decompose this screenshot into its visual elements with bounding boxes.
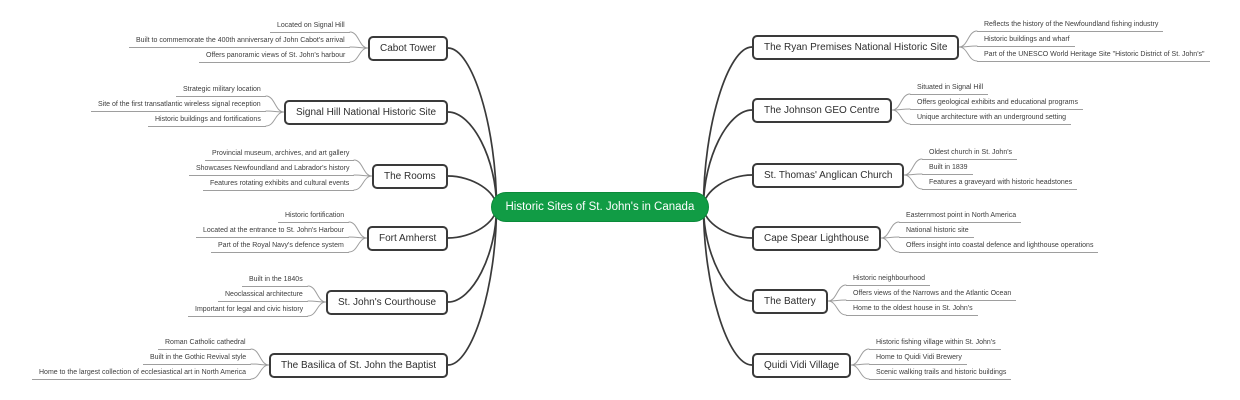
leaf-item: Easternmost point in North America bbox=[899, 211, 1022, 223]
leaf-item: Built in the Gothic Revival style bbox=[143, 353, 252, 365]
leaf-item: Features rotating exhibits and cultural … bbox=[203, 179, 355, 191]
leaf-item: Oldest church in St. John's bbox=[922, 148, 1018, 160]
topic-node-quidi-vidi[interactable]: Quidi Vidi Village bbox=[752, 352, 852, 378]
topic-node-basilica[interactable]: The Basilica of St. John the Baptist bbox=[269, 352, 449, 378]
leaf-item: Home to Quidi Vidi Brewery bbox=[869, 353, 967, 365]
leaf-item: Offers views of the Narrows and the Atla… bbox=[846, 289, 1017, 301]
leaf-item: Situated in Signal Hill bbox=[910, 83, 989, 95]
topic-node-ryan-premises[interactable]: The Ryan Premises National Historic Site bbox=[752, 34, 960, 60]
leaf-item: Historic buildings and fortifications bbox=[148, 115, 266, 127]
leaf-item: Roman Catholic cathedral bbox=[158, 338, 251, 350]
topic-node-the-rooms[interactable]: The Rooms bbox=[372, 163, 448, 189]
leaf-item: Strategic military location bbox=[176, 85, 266, 97]
leaf-item: Offers geological exhibits and education… bbox=[910, 98, 1083, 110]
leaf-item: National historic site bbox=[899, 226, 974, 238]
leaf-item: Located at the entrance to St. John's Ha… bbox=[196, 226, 350, 238]
leaf-item: Home to the largest collection of eccles… bbox=[32, 368, 251, 380]
leaf-item: Offers insight into coastal defence and … bbox=[899, 241, 1099, 253]
topic-node-fort-amherst[interactable]: Fort Amherst bbox=[367, 225, 449, 251]
leaf-item: Site of the first transatlantic wireless… bbox=[91, 100, 266, 112]
leaf-item: Historic buildings and wharf bbox=[977, 35, 1075, 47]
leaf-item: Historic fishing village within St. John… bbox=[869, 338, 1001, 350]
leaf-item: Important for legal and civic history bbox=[188, 305, 309, 317]
topic-node-geo-centre[interactable]: The Johnson GEO Centre bbox=[752, 97, 892, 123]
leaf-item: Part of the Royal Navy's defence system bbox=[211, 241, 349, 253]
leaf-item: Built in the 1840s bbox=[242, 275, 308, 287]
leaf-item: Provincial museum, archives, and art gal… bbox=[205, 149, 355, 161]
leaf-item: Scenic walking trails and historic build… bbox=[869, 368, 1012, 380]
leaf-item: Located on Signal Hill bbox=[270, 21, 350, 33]
leaf-item: Part of the UNESCO World Heritage Site "… bbox=[977, 50, 1210, 62]
leaf-item: Built to commemorate the 400th anniversa… bbox=[129, 36, 350, 48]
leaf-item: Reflects the history of the Newfoundland… bbox=[977, 20, 1164, 32]
topic-node-cape-spear[interactable]: Cape Spear Lighthouse bbox=[752, 225, 882, 251]
central-topic-node[interactable]: Historic Sites of St. John's in Canada bbox=[490, 192, 710, 222]
leaf-item: Historic neighbourhood bbox=[846, 274, 930, 286]
topic-node-the-battery[interactable]: The Battery bbox=[752, 288, 828, 314]
leaf-item: Features a graveyard with historic heads… bbox=[922, 178, 1078, 190]
leaf-item: Unique architecture with an underground … bbox=[910, 113, 1072, 125]
topic-node-st-thomas-church[interactable]: St. Thomas' Anglican Church bbox=[752, 162, 905, 188]
topic-node-courthouse[interactable]: St. John's Courthouse bbox=[326, 289, 449, 315]
leaf-item: Offers panoramic views of St. John's har… bbox=[199, 51, 351, 63]
topic-node-cabot-tower[interactable]: Cabot Tower bbox=[368, 35, 448, 61]
topic-node-signal-hill[interactable]: Signal Hill National Historic Site bbox=[284, 99, 449, 125]
leaf-item: Neoclassical architecture bbox=[218, 290, 308, 302]
leaf-item: Home to the oldest house in St. John's bbox=[846, 304, 978, 316]
leaf-item: Historic fortification bbox=[278, 211, 350, 223]
leaf-item: Showcases Newfoundland and Labrador's hi… bbox=[189, 164, 355, 176]
leaf-item: Built in 1839 bbox=[922, 163, 973, 175]
